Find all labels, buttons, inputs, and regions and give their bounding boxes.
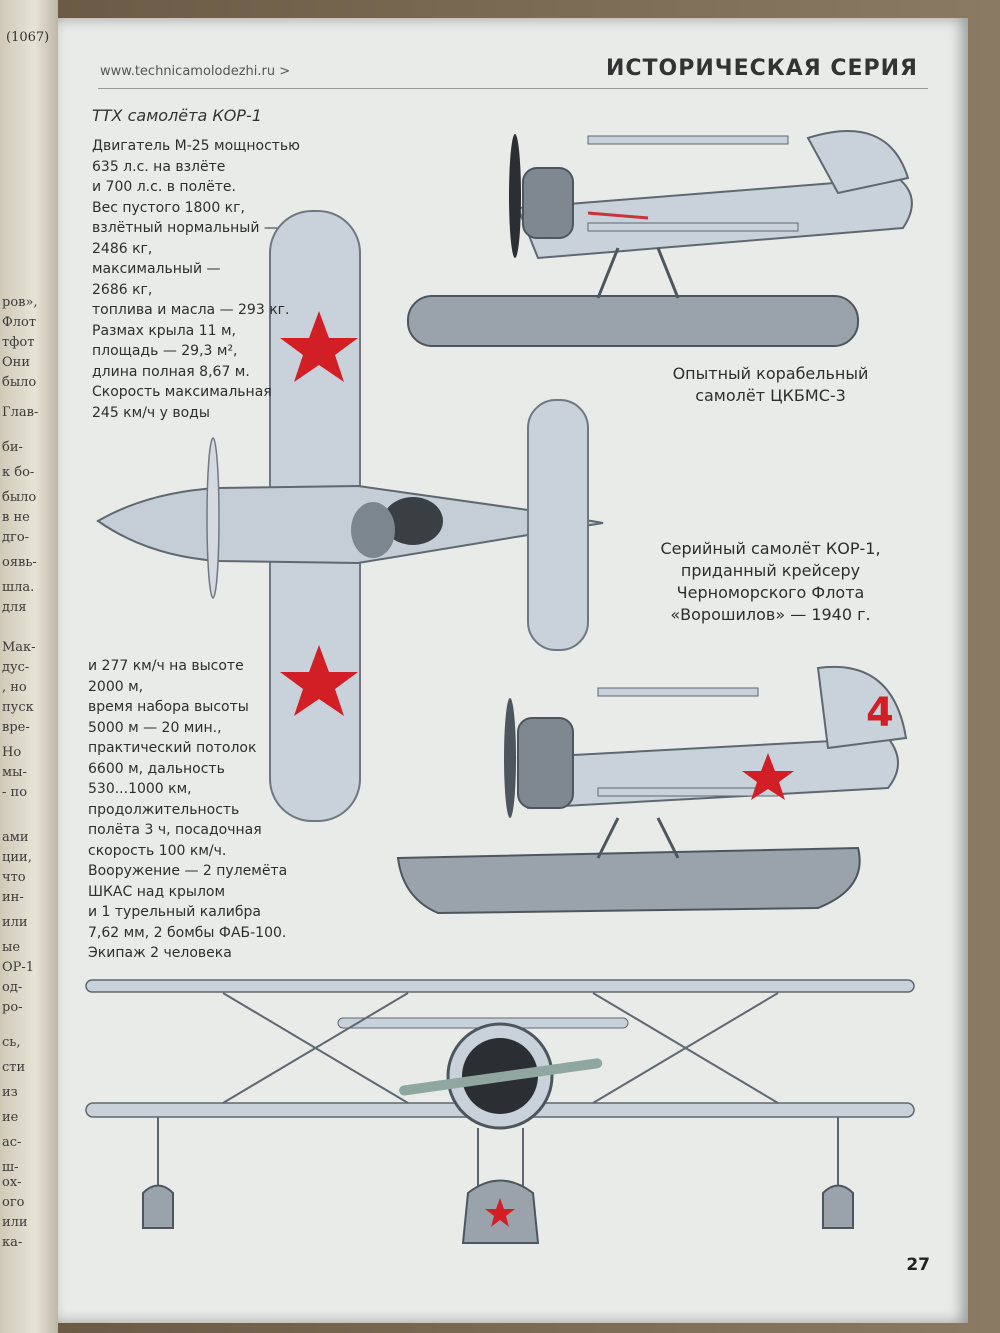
left-page-fragment: из <box>2 1085 18 1100</box>
left-page-fragment: ас- <box>2 1135 22 1150</box>
specs-text-block-1: Двигатель М-25 мощностью 635 л.с. на взл… <box>92 138 300 421</box>
specs-text-block-2: и 277 км/ч на высоте 2000 м, время набор… <box>88 658 288 961</box>
site-url: www.technicamolodezhi.ru > <box>100 64 291 79</box>
left-page-number: (1067) <box>6 30 50 45</box>
left-page-fragment: тфот <box>2 335 35 350</box>
prototype-side-view-illustration <box>407 130 913 347</box>
plan-view-illustration <box>96 210 604 822</box>
front-view-illustration <box>85 979 915 1244</box>
left-page-fragment: Но <box>2 745 22 760</box>
specs-title: ТТХ самолёта КОР-1 <box>92 106 262 125</box>
left-page-fragment: - по <box>2 785 28 800</box>
left-page-fragment: , но <box>2 680 27 695</box>
left-page-fragment: ка- <box>2 1235 23 1250</box>
magazine-page: www.technicamolodezhi.ru > ИСТОРИЧЕСКАЯ … <box>58 18 968 1323</box>
left-page-fragment: сь, <box>2 1035 21 1050</box>
left-page-fragment: ро- <box>2 1000 23 1015</box>
left-page-fragment: ами <box>2 830 29 845</box>
left-page-fragment: ции, <box>2 850 32 865</box>
left-page-fragment: пуск <box>2 700 34 715</box>
left-page-fragment: или <box>2 1215 28 1230</box>
left-page-fragment: од- <box>2 980 23 995</box>
left-page-fragment: или <box>2 915 28 930</box>
left-page-fragment: би- <box>2 440 23 455</box>
page-number: 27 <box>906 1255 930 1275</box>
left-page-fragment: в не <box>2 510 30 525</box>
left-page-fragment: ров», <box>2 295 38 310</box>
left-page-fragment: ин- <box>2 890 24 905</box>
left-page-fragment: Глав- <box>2 405 39 420</box>
prototype-caption: Опытный корабельный самолёт ЦКБМС-3 <box>672 364 869 405</box>
left-page-fragment: сти <box>2 1060 26 1075</box>
left-page-fragment: Флот <box>2 315 37 330</box>
left-page-fragment: было <box>2 490 37 505</box>
left-page-fragment: было <box>2 375 37 390</box>
left-page-fragment: ш- <box>2 1160 19 1175</box>
left-page-fragment: ие <box>2 1110 19 1125</box>
left-page-fragment: оявь- <box>2 555 37 570</box>
left-page-fragment: шла. <box>2 580 35 595</box>
header-rule <box>98 88 928 89</box>
left-page-fragment: Они <box>2 355 30 370</box>
left-page-fragment: к бо- <box>2 465 35 480</box>
section-title: ИСТОРИЧЕСКАЯ СЕРИЯ <box>605 56 918 81</box>
left-page-fragment: ОР-1 <box>2 960 35 975</box>
left-page-fragment: ого <box>2 1195 25 1210</box>
left-page-fragment: дус- <box>2 660 30 675</box>
left-page-fragment: Мак- <box>2 640 36 655</box>
left-page-fragment: для <box>2 600 27 615</box>
left-page-fragment: ох- <box>2 1175 22 1190</box>
left-page-fragment: дго- <box>2 530 30 545</box>
left-page-fragment: что <box>2 870 26 885</box>
left-page-fragment: ые <box>2 940 21 955</box>
left-page-fragment: вре- <box>2 720 30 735</box>
serial-side-view-illustration: 4 <box>396 665 908 915</box>
left-page-fragment: мы- <box>2 765 27 780</box>
side-number: 4 <box>866 690 894 736</box>
aircraft-illustrations: 4 <box>85 130 915 1244</box>
serial-caption: Серийный самолёт КОР-1, приданный крейсе… <box>660 539 881 624</box>
